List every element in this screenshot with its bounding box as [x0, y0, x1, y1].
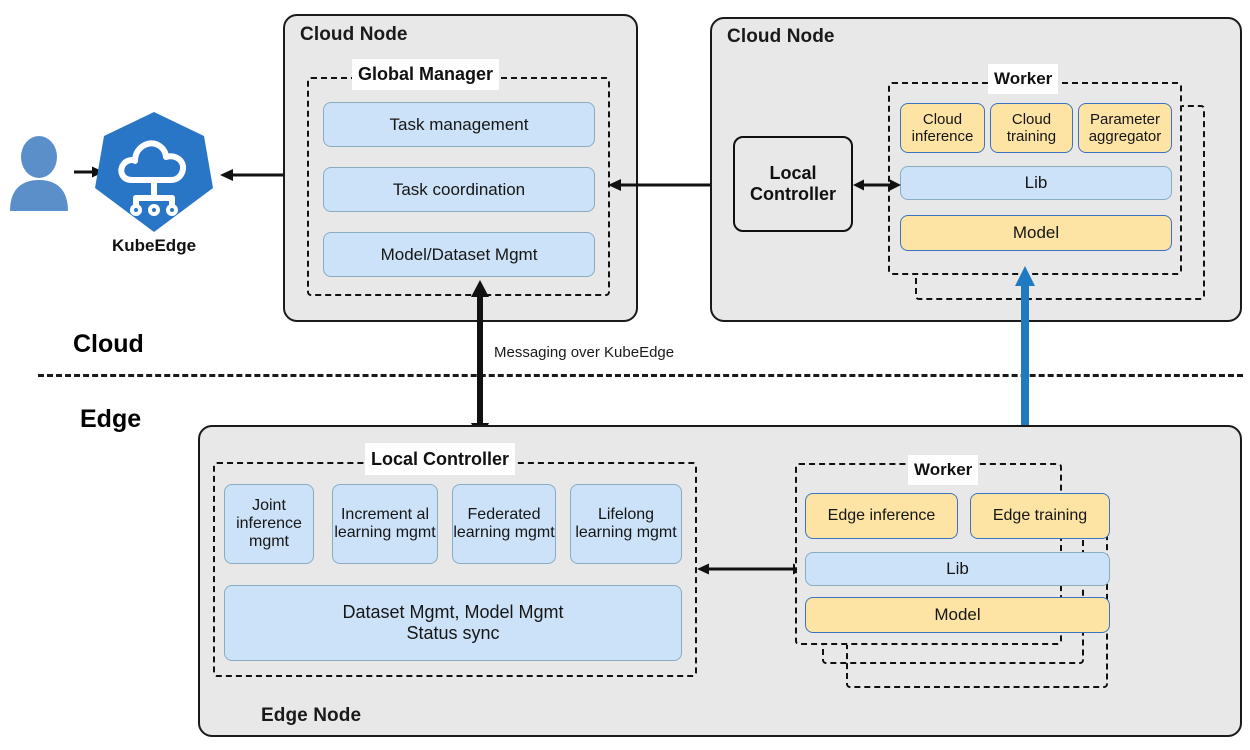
- block-dataset-model-mgmt-status-sync[interactable]: Dataset Mgmt, Model Mgmt Status sync: [224, 585, 682, 661]
- block-incremental-learning-mgmt[interactable]: Increment al learning mgmt: [332, 484, 438, 564]
- cloud-node-gm-title: Cloud Node: [300, 24, 408, 45]
- kubeedge-label: KubeEdge: [111, 236, 197, 255]
- arrow-cloud-to-edge-messaging: [468, 280, 492, 440]
- block-cloud-model[interactable]: Model: [900, 215, 1172, 251]
- user-person-icon: [8, 133, 70, 211]
- block-edge-inference[interactable]: Edge inference: [805, 493, 958, 539]
- edge-local-controller-label: Local Controller: [365, 443, 516, 475]
- block-edge-model[interactable]: Model: [805, 597, 1110, 633]
- block-cloud-training[interactable]: Cloud training: [990, 103, 1073, 153]
- arrow-edge-controller-to-edge-worker: [697, 559, 805, 579]
- messaging-over-kubeedge-label: Messaging over KubeEdge: [494, 344, 675, 361]
- block-lifelong-learning-mgmt[interactable]: Lifelong learning mgmt: [570, 484, 682, 564]
- edge-worker-label: Worker: [908, 455, 979, 485]
- cloud-local-controller-box[interactable]: Local Controller: [733, 136, 853, 232]
- edge-node-title: Edge Node: [261, 705, 362, 726]
- arrow-local-controller-to-cloud-worker: [853, 175, 901, 195]
- block-task-coordination[interactable]: Task coordination: [323, 167, 595, 212]
- global-manager-label: Global Manager: [352, 59, 500, 90]
- block-cloud-lib[interactable]: Lib: [900, 166, 1172, 200]
- block-edge-training[interactable]: Edge training: [970, 493, 1110, 539]
- block-model-dataset-mgmt[interactable]: Model/Dataset Mgmt: [323, 232, 595, 277]
- cloud-node-worker-title: Cloud Node: [727, 26, 835, 47]
- block-federated-learning-mgmt[interactable]: Federated learning mgmt: [452, 484, 556, 564]
- block-joint-inference-mgmt[interactable]: Joint inference mgmt: [224, 484, 314, 564]
- kubeedge-cloud-hexagon-icon: [95, 110, 213, 234]
- block-task-management[interactable]: Task management: [323, 102, 595, 147]
- cloud-worker-label: Worker: [988, 64, 1059, 94]
- block-edge-lib[interactable]: Lib: [805, 552, 1110, 586]
- cloud-edge-divider: [38, 374, 1243, 377]
- block-parameter-aggregator[interactable]: Parameter aggregator: [1078, 103, 1172, 153]
- edge-section-label: Edge: [80, 405, 142, 433]
- block-cloud-inference[interactable]: Cloud inference: [900, 103, 985, 153]
- cloud-section-label: Cloud: [73, 330, 144, 358]
